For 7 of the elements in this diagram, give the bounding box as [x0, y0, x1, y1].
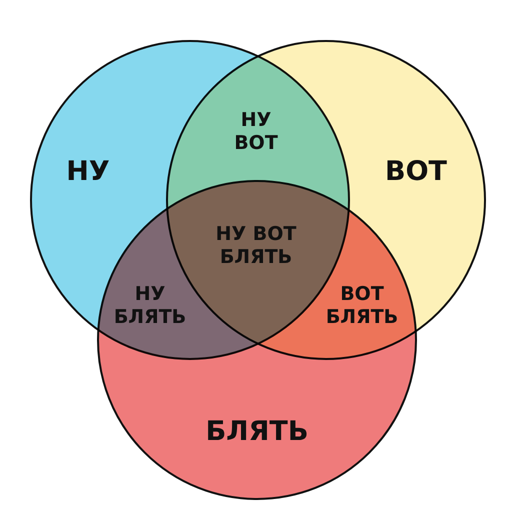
overlap-label: НУ БЛЯТЬ [112, 283, 188, 329]
overlap-label: НУ ВОТ [233, 109, 279, 155]
circle-label: БЛЯТЬ [206, 416, 308, 448]
circle-label: ВОТ [385, 156, 447, 188]
circle-label: НУ [66, 156, 110, 188]
overlap-label: ВОТ БЛЯТЬ [324, 283, 400, 329]
overlap-label: НУ ВОТ БЛЯТЬ [214, 223, 298, 269]
